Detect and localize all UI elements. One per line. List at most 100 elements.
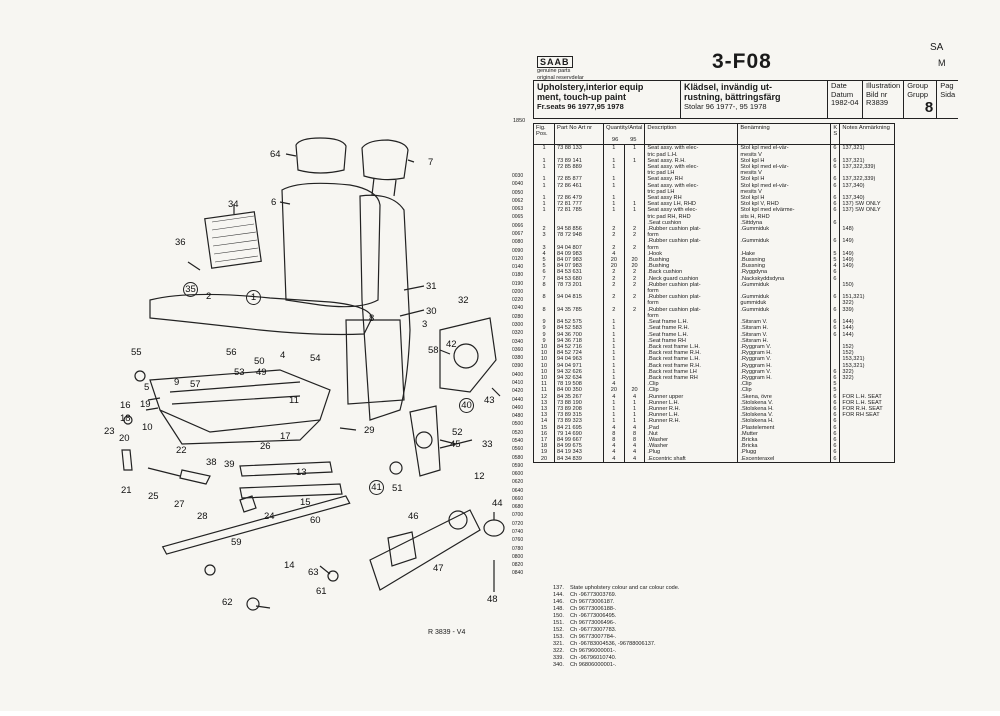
cell-note — [839, 269, 896, 276]
callout-40: 40 — [459, 398, 474, 413]
callout-54: 54 — [310, 353, 321, 364]
cell-note — [839, 213, 896, 220]
cell-note — [839, 188, 896, 196]
row-number: 0220 — [512, 297, 524, 304]
callout-52: 52 — [452, 427, 463, 438]
cell-ks: 6 — [830, 455, 841, 463]
footnote: 153.Ch 96773007784-. — [553, 634, 679, 641]
footnotes: 137.State upholstery colour and car colo… — [553, 585, 679, 669]
footnote-text: Ch -96783004536, -96788006137. — [570, 641, 656, 647]
cell-part: 84 07 983 — [554, 257, 604, 264]
callout-11: 11 — [289, 395, 299, 406]
cell-part: 84 19 343 — [554, 449, 604, 456]
cell-note: 150) — [839, 281, 896, 289]
col-benamning: Benämning — [737, 122, 832, 146]
row-number: 0200 — [512, 288, 524, 295]
cell-part: 78 72 948 — [554, 232, 604, 239]
side-number: 1850 — [513, 118, 526, 124]
col-fig: Fig. Pos. — [533, 122, 555, 146]
saab-logo: SAAB genuine parts original reservdelar — [537, 56, 584, 81]
parts-table: Fig. Pos. Part No Art nr Quantity/Antal … — [533, 122, 896, 463]
cell-note: 144) — [839, 325, 896, 332]
callout-32: 32 — [458, 295, 469, 306]
cell-note: 137,322,339) — [839, 176, 896, 183]
callout-1: 1 — [246, 290, 261, 305]
row-number: 0360 — [512, 346, 524, 353]
col-part: Part No Art nr — [554, 122, 604, 146]
footnote-text: Ch 96796000001-. — [570, 648, 617, 654]
cell-part — [554, 288, 604, 295]
cell-note: 153,321) — [839, 356, 896, 363]
cell-part: 94 35 785 — [554, 306, 604, 313]
cell-part — [554, 151, 604, 158]
cell-note — [839, 424, 896, 431]
callout-12: 12 — [474, 471, 485, 482]
row-number: 0320 — [512, 330, 524, 337]
cell-part: 73 89 141 — [554, 157, 604, 165]
row-number: 0820 — [512, 562, 524, 569]
footnote: 137.State upholstery colour and car colo… — [553, 585, 679, 592]
corner-text-1: SA — [930, 42, 944, 53]
row-number: 0067 — [512, 230, 524, 237]
footnote-text: Ch -96773006495. — [570, 613, 617, 619]
cell-part: 72 81 785 — [554, 207, 604, 214]
cell-part: 84 53 680 — [554, 275, 604, 282]
callout-9: 9 — [174, 377, 180, 388]
footnote: 322. Ch 96796000001-. — [553, 648, 679, 655]
row-number: 0390 — [512, 363, 524, 370]
callout-7: 7 — [428, 157, 434, 168]
footnote: 148.Ch 96773006188-. — [553, 606, 679, 613]
callout-50: 50 — [254, 356, 265, 367]
footnote-text: Ch 96773006187. — [570, 599, 615, 605]
row-number: 0680 — [512, 504, 524, 511]
row-number: 0700 — [512, 512, 524, 519]
callout-27: 27 — [174, 499, 185, 510]
footnote: 146.Ch 96773006187. — [553, 599, 679, 606]
footnote-number: 322. — [553, 648, 564, 654]
cell-note — [839, 418, 896, 425]
cell-part: 72 85 877 — [554, 176, 604, 183]
footnote-number: 151. — [553, 620, 564, 626]
cell-part: 73 88 133 — [554, 144, 604, 152]
cell-part: 72 86 461 — [554, 182, 604, 189]
drawing-number: R 3839 - V4 — [428, 629, 466, 636]
cell-note: 148) — [839, 226, 896, 233]
callout-20: 20 — [119, 433, 130, 444]
date-cell: Date Datum 1982-04 — [827, 80, 863, 119]
callout-21: 21 — [121, 485, 132, 496]
cell-part: 94 04 807 — [554, 244, 604, 251]
callout-64: 64 — [270, 149, 281, 160]
row-number: 0030 — [512, 173, 524, 179]
cell-note — [839, 244, 896, 251]
cell-note — [839, 443, 896, 450]
cell-note: FOR R.H. SEAT — [839, 405, 896, 413]
cell-part: 73 89 315 — [554, 412, 604, 419]
brand-sub-sv: original reservdelar — [537, 74, 584, 81]
page-code: 3-F08 — [712, 50, 772, 73]
cell-part — [554, 219, 604, 227]
row-number: 0460 — [512, 404, 524, 411]
cell-desc: .Eccentric shaft — [644, 455, 739, 463]
callout-63: 63 — [308, 567, 319, 578]
cell-part: 84 52 575 — [554, 319, 604, 326]
callout-15: 15 — [300, 497, 311, 508]
callout-4: 4 — [280, 350, 286, 361]
cell-part: 94 32 634 — [554, 374, 604, 382]
callout-13: 13 — [296, 467, 307, 478]
cell-part: 84 52 716 — [554, 343, 604, 351]
cell-q96: 1 — [603, 144, 625, 152]
